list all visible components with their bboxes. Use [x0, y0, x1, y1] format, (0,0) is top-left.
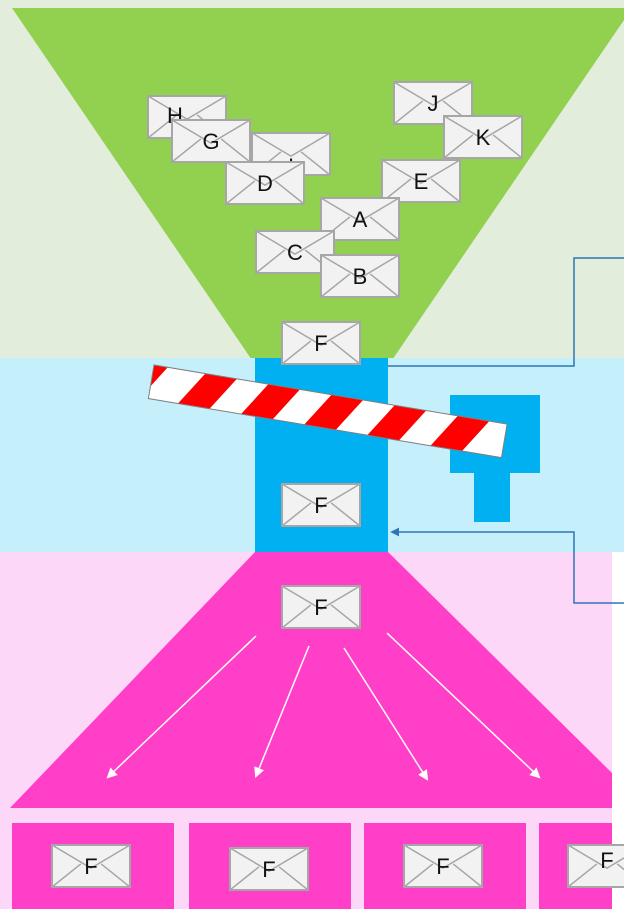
envelope-a: A: [320, 197, 400, 241]
envelope-letter: K: [476, 125, 491, 150]
distribution-arrow-3: [343, 647, 429, 781]
connector-line-top: [388, 257, 624, 367]
envelope-letter: E: [414, 169, 429, 194]
envelope-flap: [281, 483, 361, 527]
envelope-letter: C: [287, 240, 303, 265]
envelope-flap: [171, 119, 251, 163]
barrier-post-stem: [474, 470, 510, 522]
envelope-c: C: [255, 230, 335, 274]
envelope-letter: F: [600, 848, 613, 873]
envelope-k: K: [443, 115, 523, 159]
envelope-letter: A: [353, 207, 368, 232]
envelope-flap: [51, 844, 131, 888]
envelope-flap: [567, 844, 624, 888]
envelope-letter: F: [436, 854, 449, 879]
envelope-f-distribute: F: [281, 585, 361, 629]
barrier-arm: [147, 364, 508, 459]
envelope-flap: [281, 585, 361, 629]
distribution-arrow-1: [106, 635, 257, 779]
envelope-letter: F: [314, 331, 327, 356]
envelope-letter: F: [314, 595, 327, 620]
envelope-flap: [225, 161, 305, 205]
distribution-fan: [10, 552, 612, 808]
envelope-f-output-3: F: [403, 844, 483, 888]
envelope-letter: F: [84, 854, 97, 879]
envelope-letter: J: [428, 91, 439, 116]
envelope-flap: [229, 847, 309, 891]
envelope-letter: B: [353, 264, 368, 289]
distribution-arrow-2: [254, 645, 310, 778]
envelope-f-output-4: F: [567, 844, 624, 888]
envelope-flap: [281, 321, 361, 365]
envelope-f-output-2: F: [229, 847, 309, 891]
envelope-e: E: [381, 159, 461, 203]
envelope-letter: G: [202, 129, 219, 154]
envelope-flap: [443, 115, 523, 159]
envelope-f-selected: F: [281, 321, 361, 365]
envelope-d: D: [225, 161, 305, 205]
envelope-letter: F: [262, 857, 275, 882]
envelope-layer: IHGDJKEACBFFFFFFF: [51, 81, 624, 891]
envelope-b: B: [320, 254, 400, 298]
envelope-f-output-1: F: [51, 844, 131, 888]
envelope-flap: [320, 254, 400, 298]
envelope-g: G: [171, 119, 251, 163]
right-edge-strip: [612, 552, 624, 909]
distribution-arrow-4: [386, 632, 541, 779]
envelope-letter: F: [314, 493, 327, 518]
envelope-f-gate: F: [281, 483, 361, 527]
connector-line-bottom: [390, 527, 624, 604]
envelope-flap: [403, 844, 483, 888]
envelope-letter: D: [257, 171, 273, 196]
